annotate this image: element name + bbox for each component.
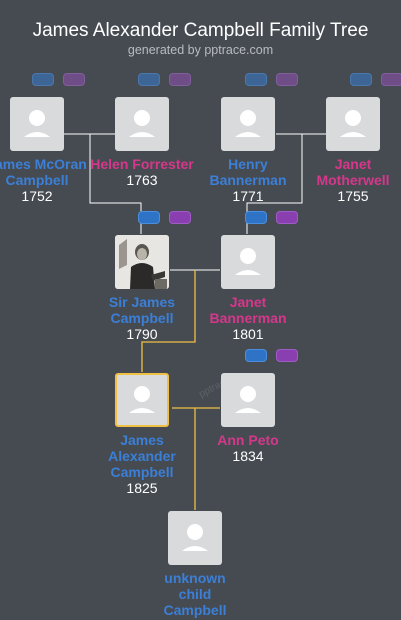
person-card-janet-motherwell[interactable]: Janet Motherwell 1755 [298,97,401,204]
person-name: Janet Bannerman [209,294,287,326]
person-card-sir-james-campbell[interactable]: Sir James Campbell 1790 [87,235,197,342]
page-title: James Alexander Campbell Family Tree [32,20,369,41]
ancestors-button[interactable] [245,211,267,224]
family-button[interactable] [276,211,298,224]
family-button[interactable] [381,73,401,86]
person-card-unknown-child-campbell[interactable]: unknown child Campbell [140,511,250,618]
person-avatar-icon [221,373,275,427]
person-avatar-icon [115,373,169,427]
person-card-janet-bannerman[interactable]: Janet Bannerman 1801 [193,235,303,342]
person-birth-year: 1825 [126,480,158,496]
person-birth-year: 1834 [232,448,264,464]
person-birth-year: 1752 [21,188,53,204]
person-name: unknown child Campbell [163,570,227,618]
person-avatar-icon [115,97,169,151]
person-name: Henry Bannerman [209,156,287,188]
person-card-henry-bannerman[interactable]: Henry Bannerman 1771 [193,97,303,204]
family-button[interactable] [169,211,191,224]
ancestors-button[interactable] [138,73,160,86]
person-avatar-icon [168,511,222,565]
person-birth-year: 1771 [232,188,264,204]
direct-line [141,270,196,372]
person-avatar-icon [221,97,275,151]
person-name: Ann Peto [217,432,279,448]
person-name: Janet Motherwell [316,156,390,188]
person-birth-year: 1755 [337,188,369,204]
page-subtitle: generated by pptrace.com [127,43,274,57]
person-birth-year: 1763 [126,172,158,188]
ancestors-button[interactable] [32,73,54,86]
portrait-photo [115,235,169,289]
family-button[interactable] [63,73,85,86]
person-name: James Alexander Campbell [108,432,176,480]
family-button[interactable] [276,349,298,362]
ancestors-button[interactable] [350,73,372,86]
person-avatar-icon [10,97,64,151]
family-button[interactable] [169,73,191,86]
person-name: Sir James Campbell [108,294,176,326]
person-card-ann-peto[interactable]: Ann Peto 1834 [193,373,303,464]
person-card-helen-forrester[interactable]: Helen Forrester 1763 [87,97,197,188]
person-card-james-mcoran-campbell[interactable]: James McOran Campbell 1752 [0,97,92,204]
family-button[interactable] [276,73,298,86]
person-birth-year: 1790 [126,326,158,342]
person-name: Helen Forrester [90,156,194,172]
ancestors-button[interactable] [138,211,160,224]
person-birth-year: 1801 [232,326,264,342]
ancestors-button[interactable] [245,349,267,362]
ancestors-button[interactable] [245,73,267,86]
person-name: James McOran Campbell [0,156,87,188]
person-avatar-icon [326,97,380,151]
person-card-james-alexander-campbell[interactable]: James Alexander Campbell 1825 [87,373,197,496]
person-avatar-icon [221,235,275,289]
